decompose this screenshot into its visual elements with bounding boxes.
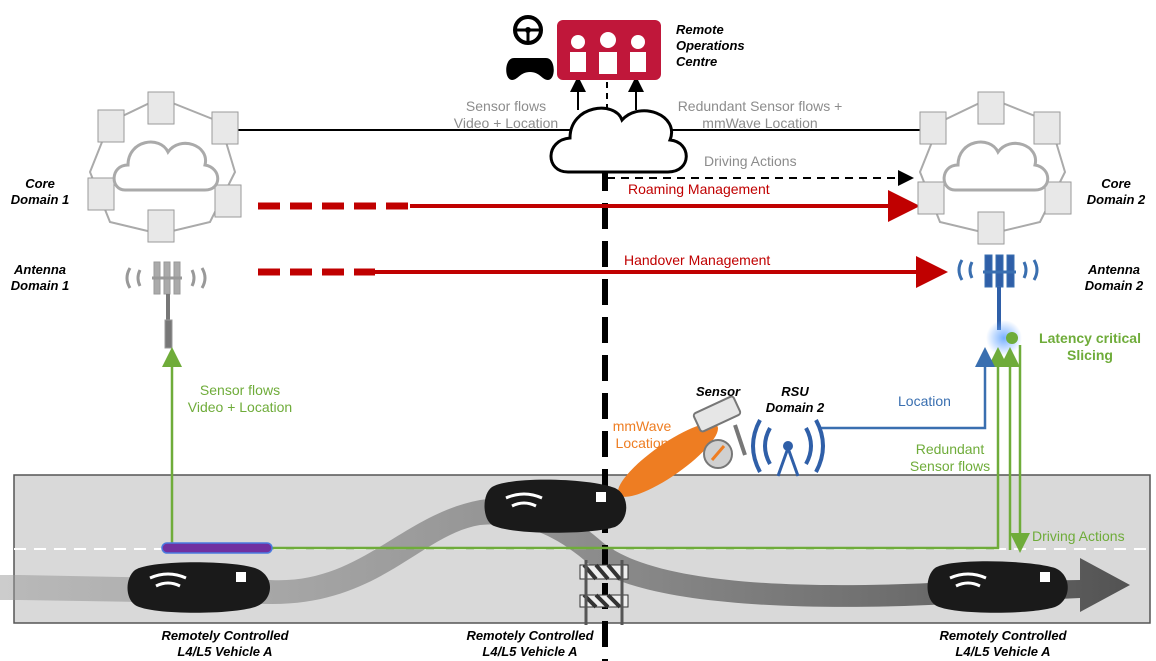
- driving-actions-top-label: Driving Actions: [704, 153, 797, 169]
- antenna-domain-1: [125, 261, 207, 349]
- location-label: Location: [898, 393, 951, 409]
- core-domain-1: [87, 91, 242, 243]
- car-icon: [927, 561, 1068, 613]
- location-flow-line: [820, 347, 995, 430]
- car-icon: [127, 562, 270, 613]
- green-flow-lines: [162, 345, 1030, 553]
- handover-label: Handover Management: [624, 252, 771, 268]
- antenna-domain-2: [957, 254, 1039, 330]
- steering-wheel-icon: [513, 15, 543, 45]
- mmwave-beam: [618, 423, 718, 497]
- road-barrier-icon: [579, 560, 629, 625]
- central-cloud-icon: [549, 106, 688, 174]
- core-domain-2: [917, 91, 1072, 245]
- gamepad-icon: [506, 58, 554, 80]
- rsu-antenna-icon: [751, 419, 825, 477]
- driving-actions-bottom-label: Driving Actions: [1032, 528, 1125, 544]
- car-icon: [484, 479, 627, 533]
- sensor-label: Sensor: [696, 384, 741, 399]
- roaming-label: Roaming Management: [628, 181, 770, 197]
- sensor-camera-icon: [692, 395, 747, 469]
- redundant-top-label: Redundant Sensor flows +mmWave Location: [677, 98, 843, 131]
- slice-node: [1006, 332, 1018, 344]
- vehicle-trajectory: [0, 498, 1130, 612]
- operators-icon: [557, 20, 661, 80]
- purple-slice-bar: [161, 542, 273, 554]
